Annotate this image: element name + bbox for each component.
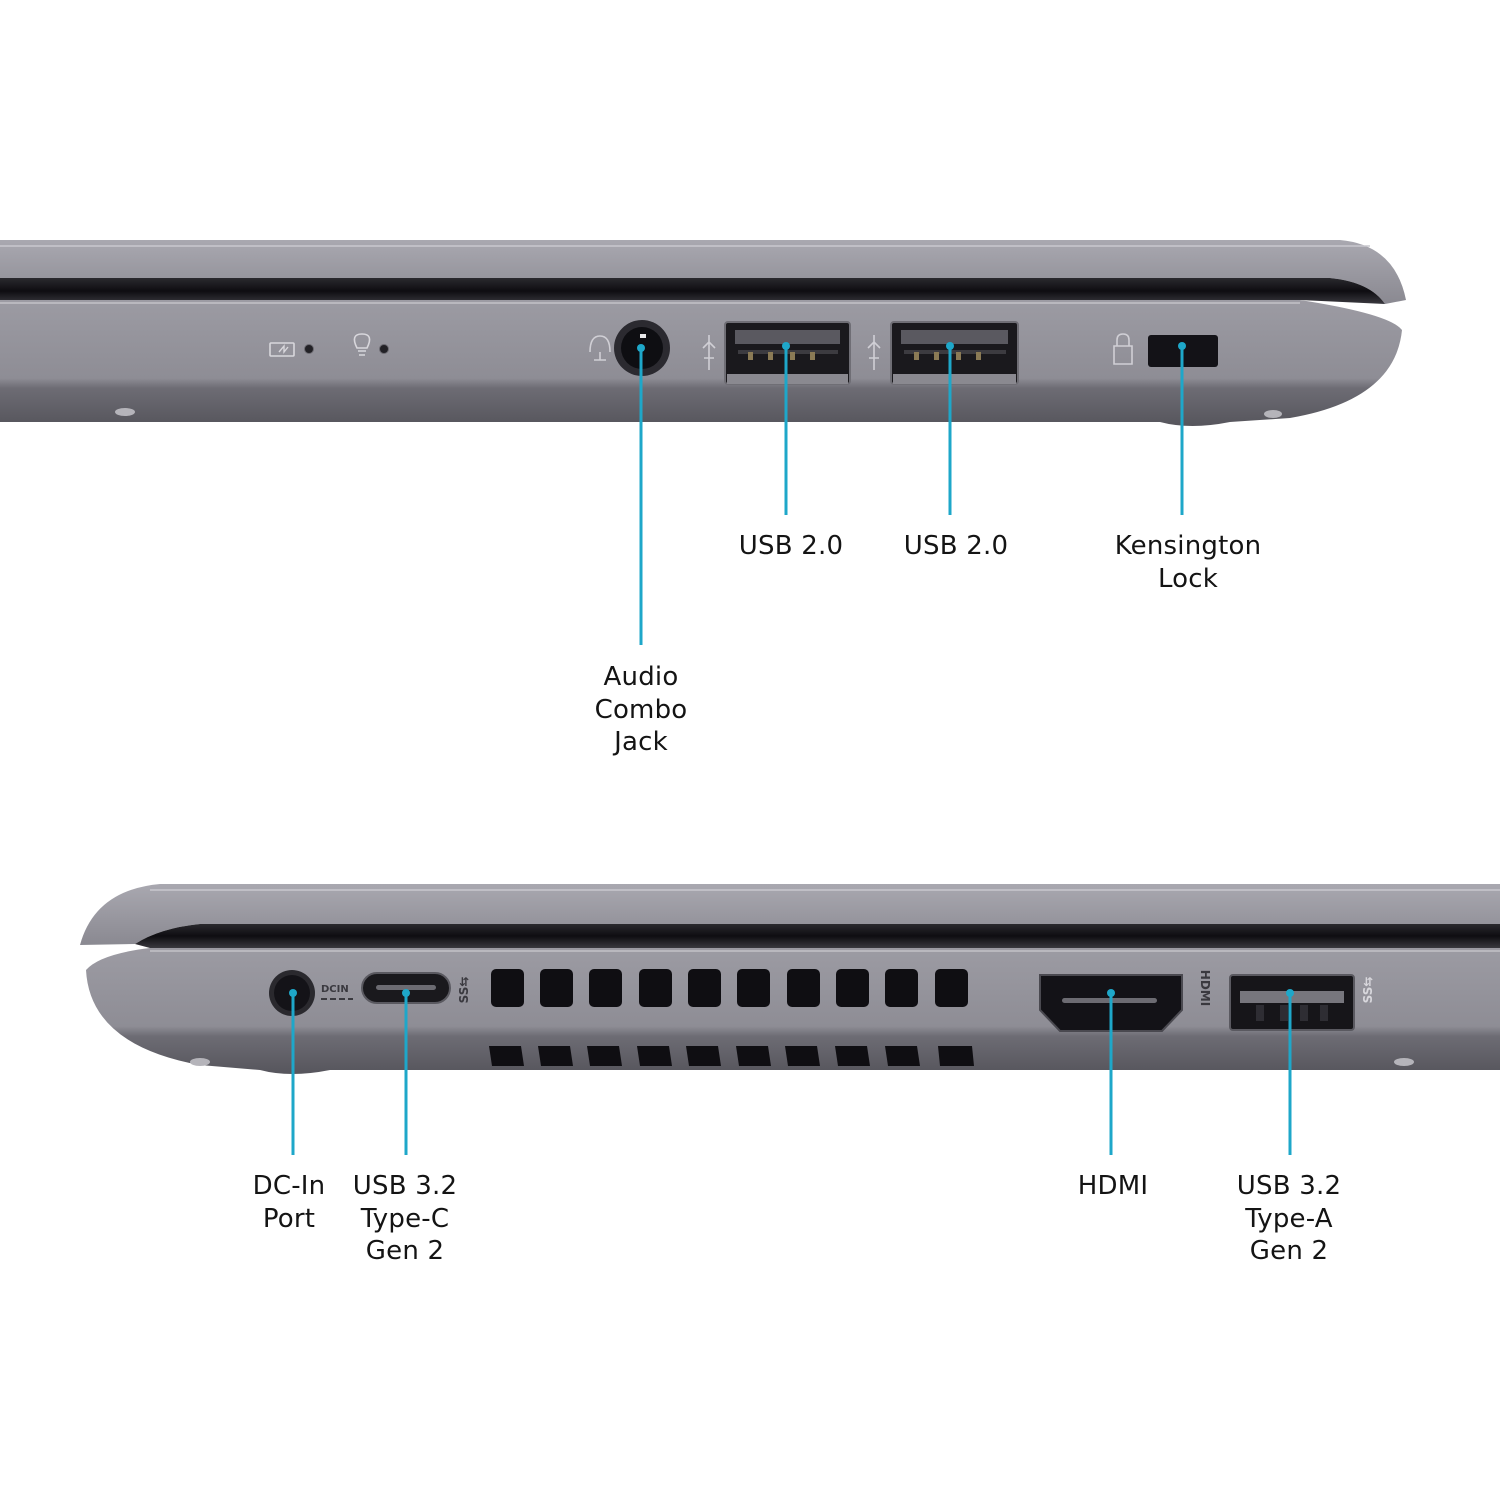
label-usb-3-type-a-port: USB 3.2 Type-A Gen 2 bbox=[1236, 1171, 1342, 1266]
callout-lines-top bbox=[639, 346, 1184, 645]
laptop-left-side-view: DCIN SS⇆ bbox=[80, 884, 1500, 1155]
superspeed-usb-icon: SS⇆ bbox=[457, 977, 471, 1004]
headset-mic-icon bbox=[589, 335, 611, 361]
label-hdmi-port: HDMI bbox=[1077, 1171, 1149, 1201]
battery-indicator bbox=[269, 342, 314, 357]
battery-charge-icon bbox=[269, 342, 295, 357]
usb-icon bbox=[867, 335, 881, 370]
label-audio-combo-jack: Audio Combo Jack bbox=[594, 662, 688, 757]
lock-icon bbox=[1113, 333, 1133, 365]
usb-3-type-a-port: SS⇆ bbox=[1229, 974, 1375, 1031]
superspeed-usb-icon: SS⇆ bbox=[1361, 977, 1375, 1004]
label-kensington-lock: Kensington Lock bbox=[1114, 531, 1262, 594]
usb-icon bbox=[702, 335, 716, 370]
usb-2-port-2 bbox=[867, 321, 1019, 385]
callout-lines-bottom bbox=[291, 993, 1292, 1155]
label-usb-c-port: USB 3.2 Type-C Gen 2 bbox=[352, 1171, 458, 1266]
cooling-vents bbox=[489, 969, 974, 1066]
label-usb-2-port-2: USB 2.0 bbox=[903, 531, 1009, 561]
label-usb-2-port-1: USB 2.0 bbox=[738, 531, 844, 561]
lightbulb-icon bbox=[353, 333, 371, 356]
usb-2-port-1 bbox=[702, 321, 851, 385]
laptop-right-side-view bbox=[0, 240, 1406, 645]
hdmi-engraving: HDMI bbox=[1198, 970, 1212, 1006]
dcin-engraving: DCIN bbox=[321, 984, 349, 995]
label-dc-in-port: DC-In Port bbox=[252, 1171, 326, 1234]
power-indicator bbox=[353, 333, 389, 356]
